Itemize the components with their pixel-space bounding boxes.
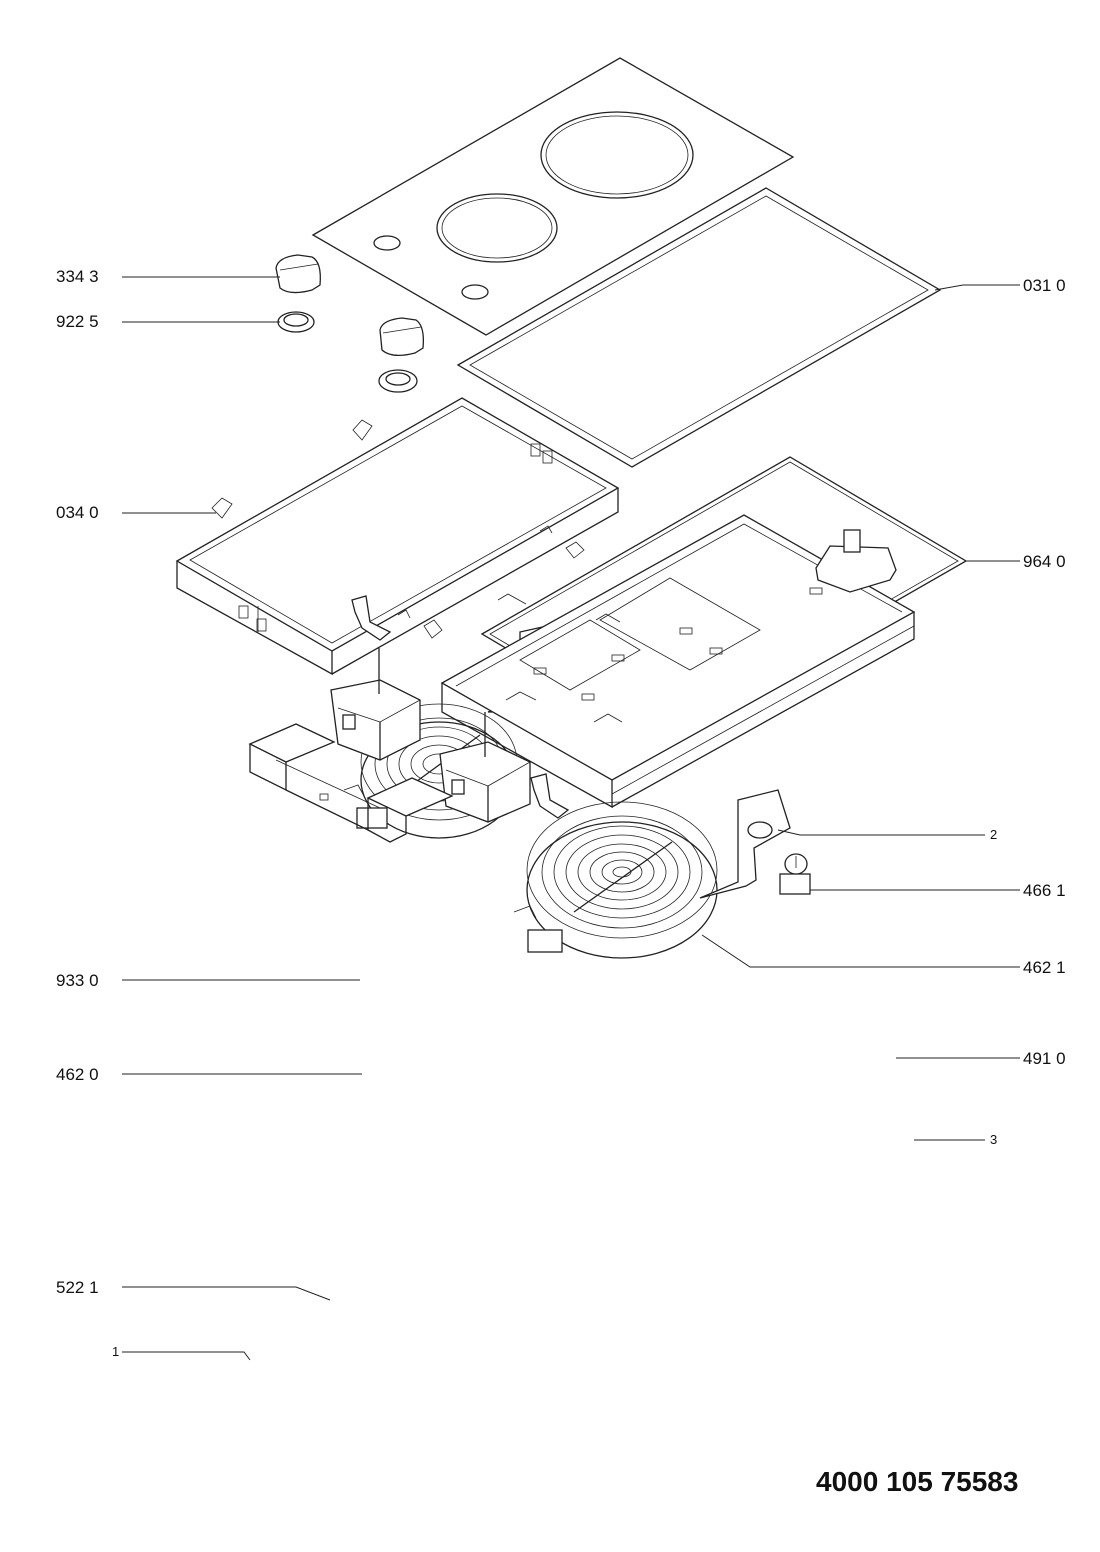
label-2: 2 [990, 827, 998, 842]
sensor-466-1 [779, 853, 811, 895]
bracket-2 [699, 789, 791, 899]
label-491-0: 491 0 [1023, 1049, 1066, 1068]
leader-1 [122, 1351, 251, 1361]
glass-cooktop [311, 57, 795, 336]
label-466-1: 466 1 [1023, 881, 1066, 900]
label-1: 1 [112, 1344, 120, 1359]
leader-522-1 [122, 1286, 331, 1301]
heater-462-1 [513, 801, 718, 959]
label-462-1: 462 1 [1023, 958, 1066, 977]
label-034-0: 034 0 [56, 503, 99, 522]
label-922-5: 922 5 [56, 312, 99, 331]
label-964-0: 964 0 [1023, 552, 1066, 571]
label-031-0: 031 0 [1023, 276, 1066, 295]
label-3: 3 [990, 1132, 998, 1147]
tray-034-0 [175, 397, 620, 676]
knob-334-3 [275, 254, 321, 294]
label-462-0: 462 0 [56, 1065, 99, 1084]
knob-second [379, 317, 424, 357]
clip-top [530, 773, 570, 819]
label-522-1: 522 1 [56, 1278, 99, 1297]
ring-second [378, 369, 418, 393]
regulator-second [439, 712, 531, 823]
label-334-3: 334 3 [56, 267, 99, 286]
document-number: 4000 105 75583 [816, 1466, 1019, 1497]
clip-933-0 [351, 595, 392, 641]
leader-031-0 [934, 284, 1020, 291]
leader-2 [777, 829, 985, 836]
frame-031-0 [456, 187, 942, 468]
regulator-522-1 [330, 648, 421, 761]
terminal-block-491-0 [815, 529, 897, 593]
ring-922-5 [277, 311, 315, 333]
label-933-0: 933 0 [56, 971, 99, 990]
mounting-bracket-1 [248, 723, 454, 843]
leader-462-1 [701, 934, 1020, 968]
